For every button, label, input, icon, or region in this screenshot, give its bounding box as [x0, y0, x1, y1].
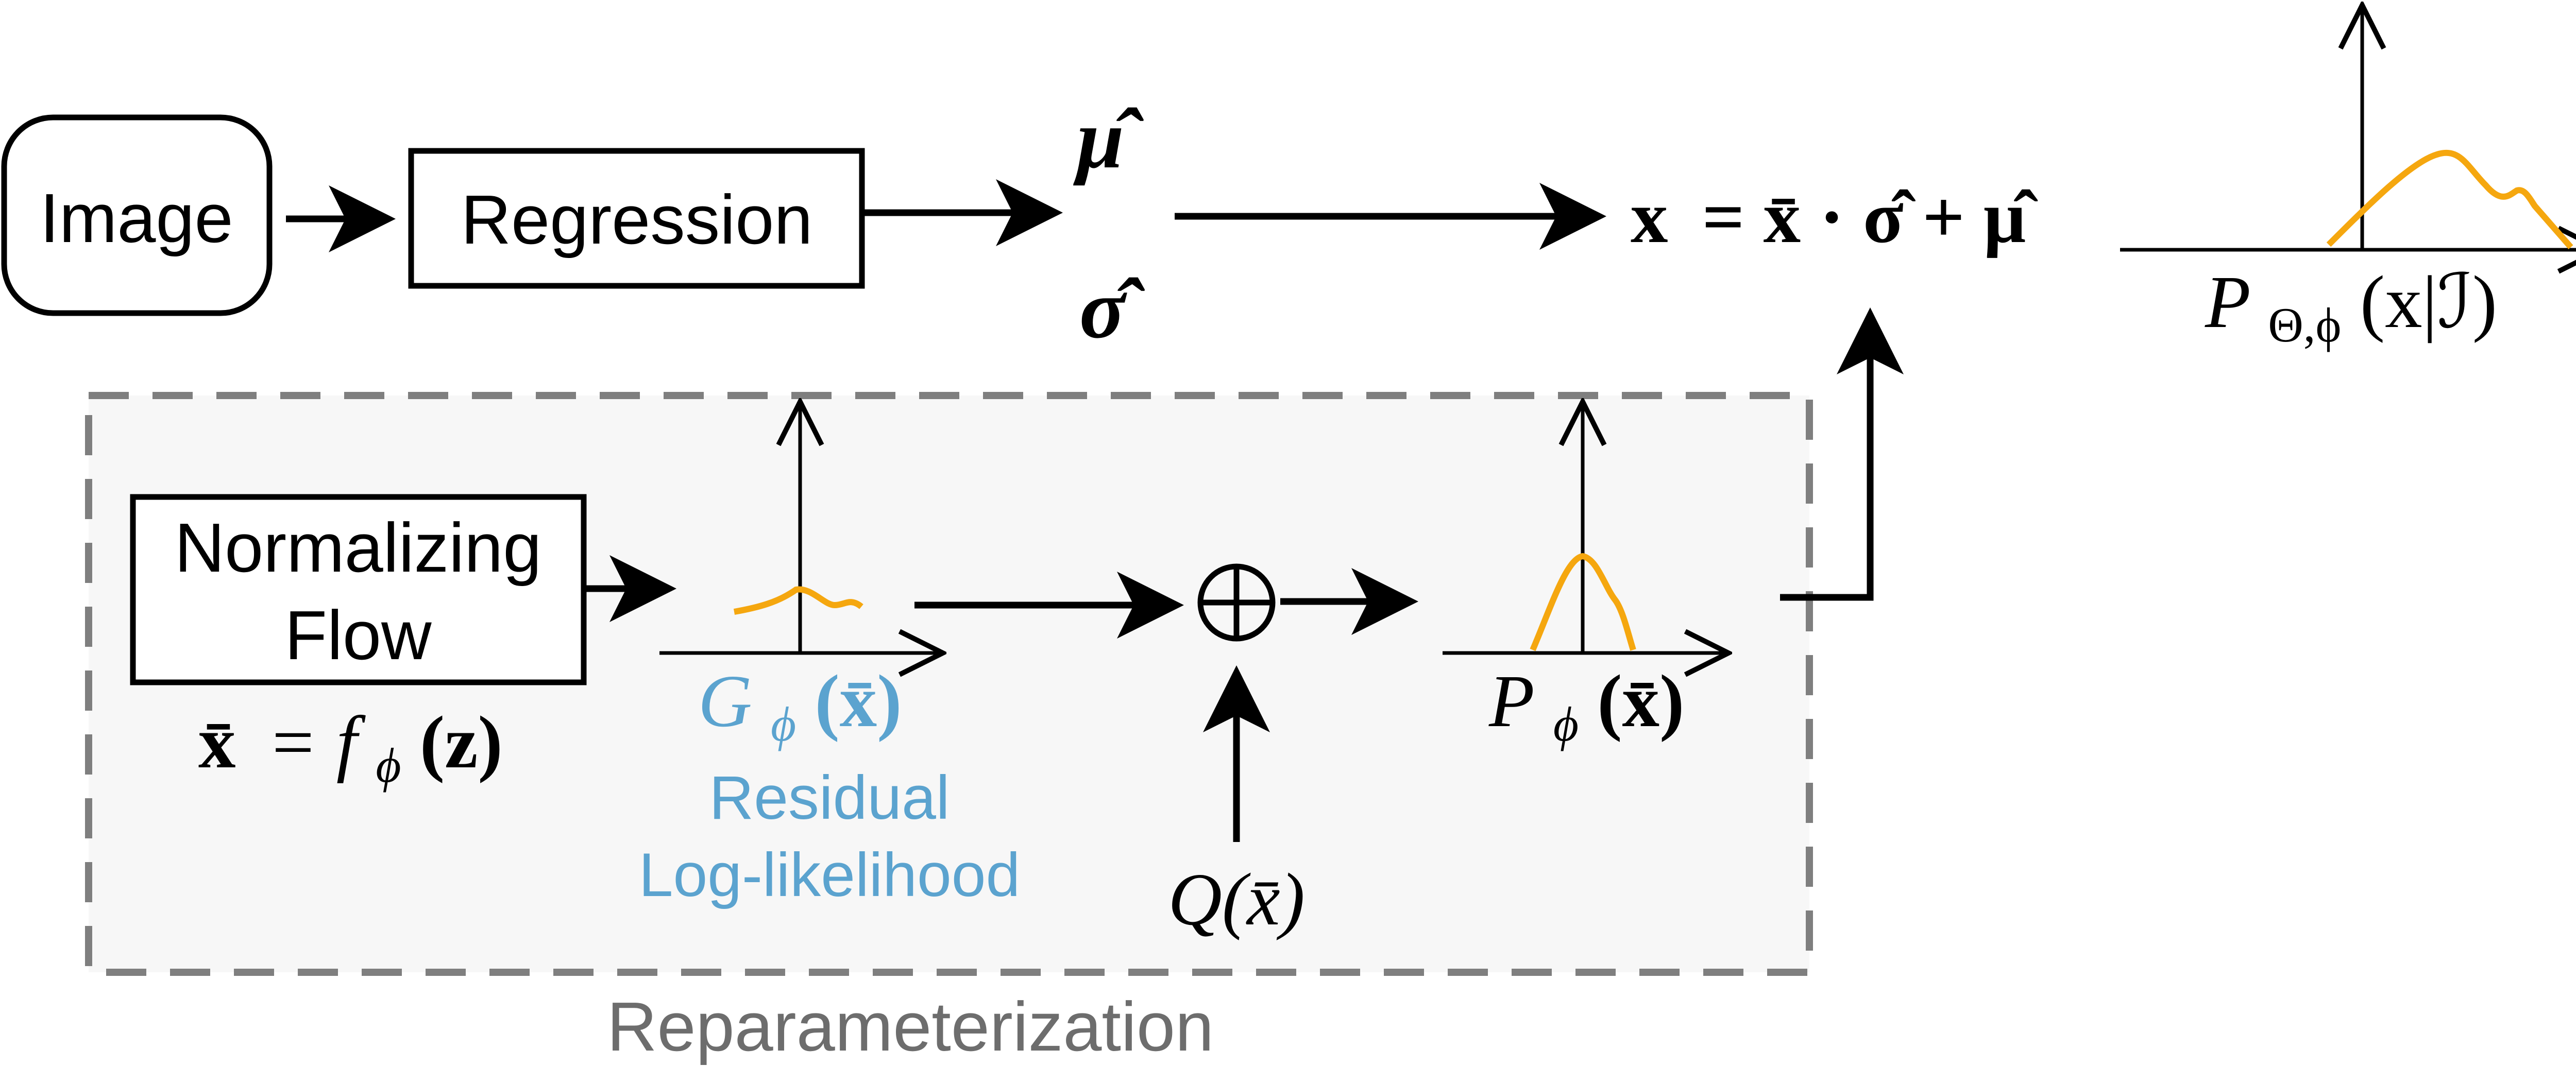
final-distribution-curve — [2326, 149, 2573, 249]
pphi-arg: (x̄) — [1597, 660, 1684, 743]
regression-label: Regression — [461, 181, 813, 259]
pphi-plot — [1443, 402, 1728, 653]
final-label-main: P — [2205, 261, 2249, 343]
residual-function-label: G ϕ (x̄) — [698, 660, 902, 757]
equation-rhs: = x̄ · σ̂ + μ̂ — [1702, 176, 2038, 259]
residual-caption-line1: Residual — [709, 763, 950, 832]
image-label: Image — [40, 179, 233, 257]
g-arg: (x̄) — [815, 660, 902, 743]
flow-eq-arg: (z) — [420, 701, 503, 784]
g-main: G — [698, 660, 752, 743]
flow-eq-lhs: x̄ — [198, 701, 236, 784]
residual-curve — [733, 586, 863, 615]
normalizing-flow-label-line1: Normalizing — [175, 509, 542, 587]
regression-box[interactable] — [408, 148, 865, 289]
final-label-arg: (x|ℐ) — [2360, 261, 2497, 343]
flow-eq-sub: ϕ — [376, 738, 401, 793]
pphi-sub: ϕ — [1553, 697, 1579, 751]
pphi-main: P — [1488, 660, 1535, 743]
final-distribution-label: P Θ,ϕ (x|ℐ) — [2205, 261, 2497, 358]
oplus-operator — [1197, 563, 1276, 642]
reparam-equation: x = x̄ · σ̂ + μ̂ — [1631, 176, 2038, 259]
flow-equation: x̄ = f ϕ (z) — [198, 701, 503, 798]
pphi-label: P ϕ (x̄) — [1488, 660, 1684, 757]
mu-hat-symbol: μ̂ — [1073, 92, 1144, 186]
residual-plot — [659, 402, 943, 653]
sigma-hat-symbol: σ̂ — [1079, 262, 1145, 356]
g-sub: ϕ — [771, 697, 796, 751]
equation-lhs: x — [1631, 176, 1668, 259]
flow-eq-mid: = f — [267, 701, 366, 784]
residual-caption-line2: Log-likelihood — [639, 840, 1021, 909]
final-distribution-plot — [2120, 5, 2576, 250]
pphi-curve — [1530, 553, 1636, 651]
normalizing-flow-label-line2: Flow — [284, 596, 432, 674]
arrow-pphi-to-equation — [1780, 307, 1904, 601]
image-box[interactable] — [1, 114, 273, 316]
reparameterization-label: Reparameterization — [607, 988, 1214, 1065]
final-label-sub: Θ,ϕ — [2268, 298, 2341, 352]
q-distribution-label: Q(x̄) — [1168, 858, 1305, 941]
